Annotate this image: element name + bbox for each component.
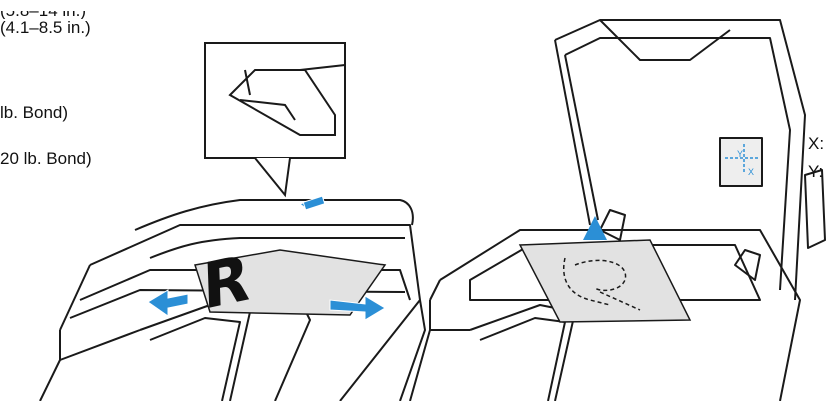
arrow-icon — [303, 196, 324, 210]
guide-zoom-callout — [205, 43, 345, 195]
page-on-glass — [520, 228, 690, 322]
arrow-icon — [148, 290, 188, 316]
callout-y-letter: Y — [737, 149, 743, 159]
document-letter: R — [202, 241, 251, 324]
right-printer — [410, 20, 825, 401]
callout-x-letter: X — [748, 167, 754, 177]
